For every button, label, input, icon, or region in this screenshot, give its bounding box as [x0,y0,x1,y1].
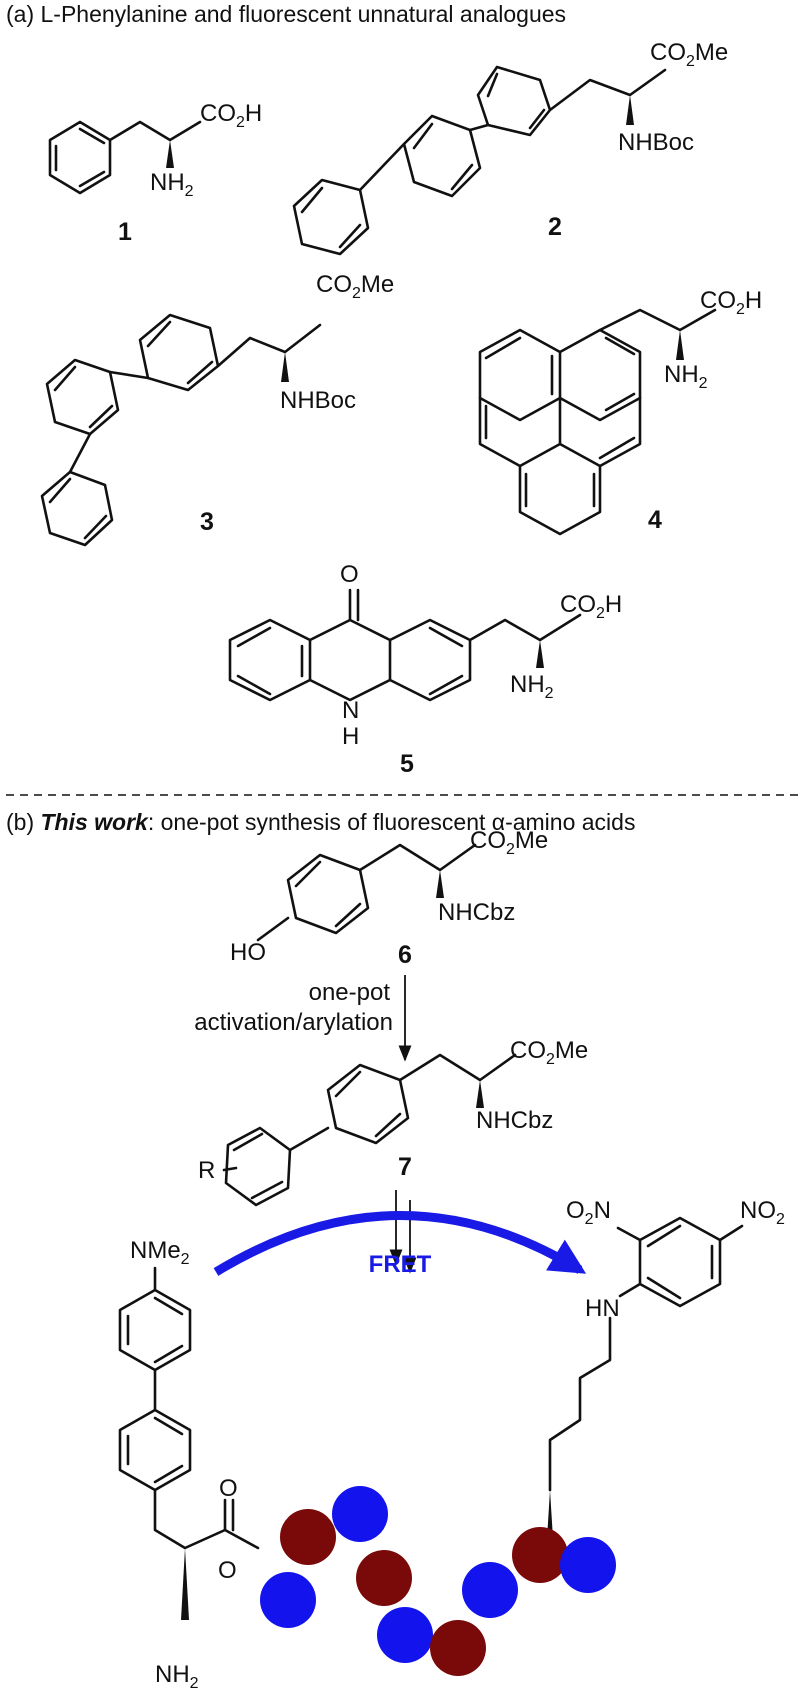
compound-1-number: 1 [118,218,132,246]
acceptor-o2n-label: O2N [566,1197,611,1228]
compound-3-amine-label: NHBoc [280,387,356,414]
donor-biphenyl-structure [118,1266,260,1620]
compound-1-structure [48,120,202,195]
residue-blue [377,1607,433,1663]
residue-red [512,1527,568,1583]
compound-2-number: 2 [548,213,562,241]
compound-7-ester-label: CO2Me [510,1037,588,1068]
compound-1-amine-label: NH2 [150,169,194,200]
compound-4-acid-label: CO2H [700,287,762,318]
compound-5-number: 5 [400,750,414,778]
compound-2-ester-label: CO2Me [650,39,728,70]
acceptor-dinitrophenyl-structure [546,1216,744,1555]
compound-2-amine-label: NHBoc [618,129,694,156]
compound-3-structure [40,313,322,547]
compound-5-amine-label: NH2 [510,671,554,702]
compound-5-nh-label: N [342,697,359,724]
compound-1-acid-label: CO2H [200,100,262,131]
compound-6-amine-label: NHCbz [438,899,515,926]
fret-arrow [213,1211,587,1276]
compound-4-number: 4 [648,506,662,534]
compound-5-carbonyl-label: O [340,561,359,588]
compound-6-number: 6 [398,941,412,969]
peptide-carbonyl-2-label: O [218,1557,237,1584]
compound-7-r-label: R [198,1157,215,1184]
acceptor-no2-label: NO2 [740,1197,785,1228]
residue-blue [332,1486,388,1542]
section-b-title: (b) This work: one-pot synthesis of fluo… [6,809,635,835]
residue-red [430,1620,486,1676]
residue-blue [560,1537,616,1593]
compound-6-hydroxyl-label: HO [230,939,266,966]
residue-blue [462,1562,518,1618]
compound-4-structure [478,308,717,536]
compound-6-structure [256,843,477,942]
compound-4-amine-label: NH2 [664,361,708,392]
donor-nme2-label: NMe2 [130,1237,190,1268]
section-a-title: (a) L-Phenylanine and fluorescent unnatu… [6,1,566,27]
compound-5-h-label: H [342,723,359,750]
conditions-line-1: one-pot [309,979,391,1006]
compound-7-structure [222,1053,517,1207]
compound-6-ester-label: CO2Me [470,827,548,858]
compound-2-structure [292,65,667,256]
peptide-residues [260,1486,616,1676]
residue-blue [260,1572,316,1628]
compound-7-amine-label: NHCbz [476,1107,553,1134]
compound-7-number: 7 [398,1153,412,1181]
residue-red [356,1550,412,1606]
residue-red [280,1509,336,1565]
conditions-line-2: activation/arylation [194,1009,393,1036]
compound-5-acid-label: CO2H [560,591,622,622]
compound-5-structure [228,588,582,702]
peptide-carbonyl-1-label: O [219,1475,238,1502]
acceptor-hn-label: HN [585,1295,620,1322]
fret-label: FRET [369,1251,432,1278]
compound-3-ester-label: CO2Me [316,271,394,302]
peptide-amine-label: NH2 [155,1661,199,1692]
compound-3-number: 3 [200,508,214,536]
